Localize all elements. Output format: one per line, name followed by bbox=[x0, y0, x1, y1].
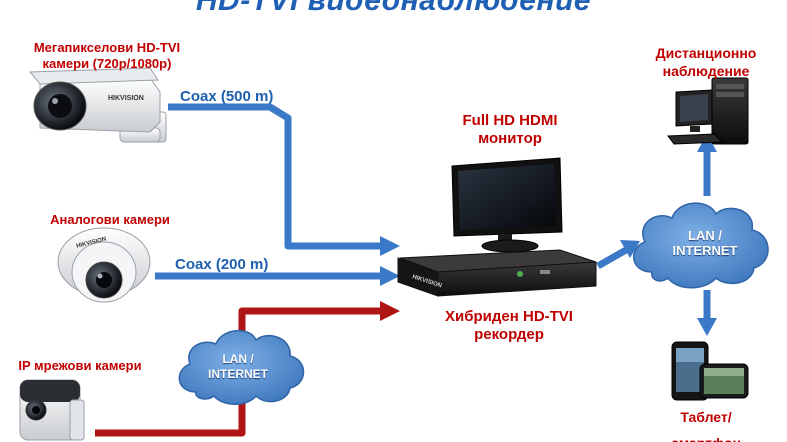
ip-cameras-label: IP мрежови камери bbox=[18, 358, 142, 373]
network-line-cloud-to-tablet bbox=[697, 290, 717, 336]
coax-200-label: Coax (200 m) bbox=[175, 256, 269, 273]
monitor-label: Full HD HDMI монитор bbox=[445, 112, 575, 148]
diagram-title: HD-TVI видеонаблюдение bbox=[195, 0, 592, 17]
tablet-smartphone-label-line1: Таблет/ bbox=[680, 409, 732, 425]
dome-camera-icon: HIKVISION bbox=[57, 227, 151, 303]
cloud-right-label: LAN / INTERNET bbox=[660, 228, 750, 258]
monitor-icon bbox=[451, 157, 563, 253]
megapixel-cameras-label-line1: Мегапикселови HD-TVI bbox=[33, 40, 181, 55]
coax-500-label: Coax (500 m) bbox=[180, 88, 274, 105]
cloud-left-label: LAN / INTERNET bbox=[198, 352, 278, 382]
cloud-right-label-line2: INTERNET bbox=[672, 243, 738, 258]
cloud-left-label-line2: INTERNET bbox=[208, 367, 268, 381]
smartphone-icon bbox=[699, 363, 749, 399]
ip-camera-icon bbox=[19, 379, 85, 441]
cloud-right bbox=[632, 202, 769, 289]
remote-monitoring-label: Дистанционно наблюдение bbox=[636, 44, 776, 80]
coax-line-500 bbox=[168, 103, 400, 256]
tablet-smartphone-label-line2: смартфон bbox=[646, 430, 766, 442]
recorder-icon: HIKVISION bbox=[397, 249, 597, 297]
tablet-smartphone-label: Таблет/ смартфон bbox=[646, 404, 766, 442]
remote-monitoring-label-line2: наблюдение bbox=[662, 63, 750, 79]
tablet-icon bbox=[671, 341, 709, 401]
cloud-left bbox=[178, 330, 305, 405]
bullet-camera-icon: HIKVISION bbox=[28, 67, 167, 143]
analog-cameras-label: Аналогови камери bbox=[50, 212, 170, 227]
monitor-label-line1: Full HD HDMI bbox=[462, 112, 558, 129]
cloud-right-label-line1: LAN / bbox=[688, 228, 722, 243]
recorder-label-line1: Хибриден HD-TVI bbox=[445, 308, 573, 325]
network-line-recorder-to-cloud bbox=[596, 240, 640, 270]
monitor-label-line2: монитор bbox=[478, 130, 542, 147]
remote-monitoring-label-line1: Дистанционно bbox=[655, 45, 757, 61]
megapixel-cameras-label: Мегапикселови HD-TVI камери (720р/1080р) bbox=[22, 40, 192, 72]
megapixel-cameras-label-line2: камери (720р/1080р) bbox=[42, 56, 172, 71]
cloud-left-label-line1: LAN / bbox=[222, 352, 254, 366]
desktop-pc-icon bbox=[667, 77, 749, 145]
svg-text:HIKVISION: HIKVISION bbox=[108, 95, 144, 102]
recorder-label: Хибриден HD-TVI рекордер bbox=[424, 308, 594, 344]
recorder-label-line2: рекордер bbox=[474, 326, 544, 343]
coax-line-200 bbox=[155, 266, 400, 286]
